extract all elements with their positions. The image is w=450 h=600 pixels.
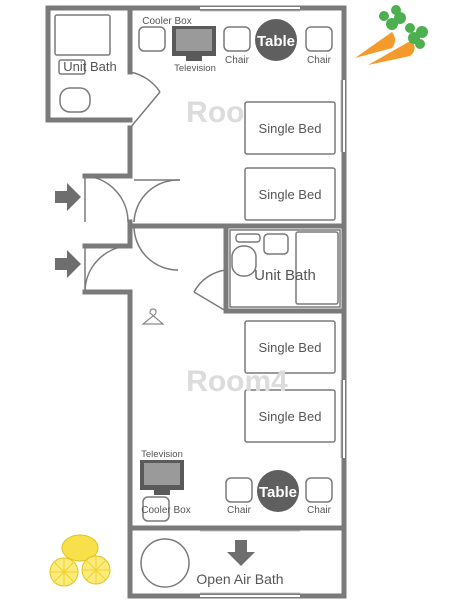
room4-cooler-box [142, 496, 170, 522]
room4-television-icon [140, 460, 184, 495]
walls [45, 5, 347, 599]
room4-single-bed-2 [244, 389, 336, 443]
room5-unit-bath [54, 14, 111, 113]
room5-cooler-box-label: Cooler Box [142, 16, 191, 27]
room5-unit-bath-label: Unit Bath [63, 59, 116, 74]
room5-table-label: Table [257, 33, 295, 50]
room4-cooler-box-label: Cooler Box [141, 505, 190, 516]
room5-cooler-box [138, 26, 166, 52]
room5-chair-1 [223, 26, 251, 52]
room4-unit-bath-label: Unit Bath [254, 267, 316, 284]
windows [200, 7, 345, 597]
room5-single-bed-1 [244, 101, 336, 155]
room5-television-label: Television [174, 63, 216, 74]
room5-chair-1-label: Chair [225, 55, 250, 66]
lemon-icon [49, 534, 111, 587]
room4-bed-1-label: Single Bed [259, 340, 322, 355]
room5-chair-2-label: Chair [307, 55, 332, 66]
room5-television-icon [172, 26, 216, 61]
room4-unit-bath [229, 229, 341, 308]
entrance-arrows [55, 183, 255, 566]
room4-chair-2-label: Chair [307, 505, 332, 516]
down-arrow-icon [227, 540, 255, 566]
room4-chair-2 [305, 477, 333, 503]
open-air-bath-label: Open Air Bath [196, 571, 283, 587]
room4-television-label: Television [141, 449, 183, 460]
open-air-bath-tub [140, 538, 190, 588]
hanger-icon [141, 308, 165, 325]
room5-table [255, 19, 297, 61]
room4-chair-1 [225, 477, 253, 503]
room5-bed-2-label: Single Bed [259, 187, 322, 202]
doors [84, 71, 227, 312]
room4-single-bed-1 [244, 320, 336, 374]
carrot-icon [355, 5, 428, 65]
room5-bed-1-label: Single Bed [259, 121, 322, 136]
entrance-arrow-icon [55, 250, 81, 278]
room4-bed-2-label: Single Bed [259, 409, 322, 424]
entrance-arrow-icon [55, 183, 81, 211]
room5-chair-2 [305, 26, 333, 52]
room4-label: Room4 [186, 365, 288, 398]
room5-single-bed-2 [244, 167, 336, 221]
room4-chair-1-label: Chair [227, 505, 252, 516]
room4-table-label: Table [259, 484, 297, 501]
room4-table [257, 470, 299, 512]
